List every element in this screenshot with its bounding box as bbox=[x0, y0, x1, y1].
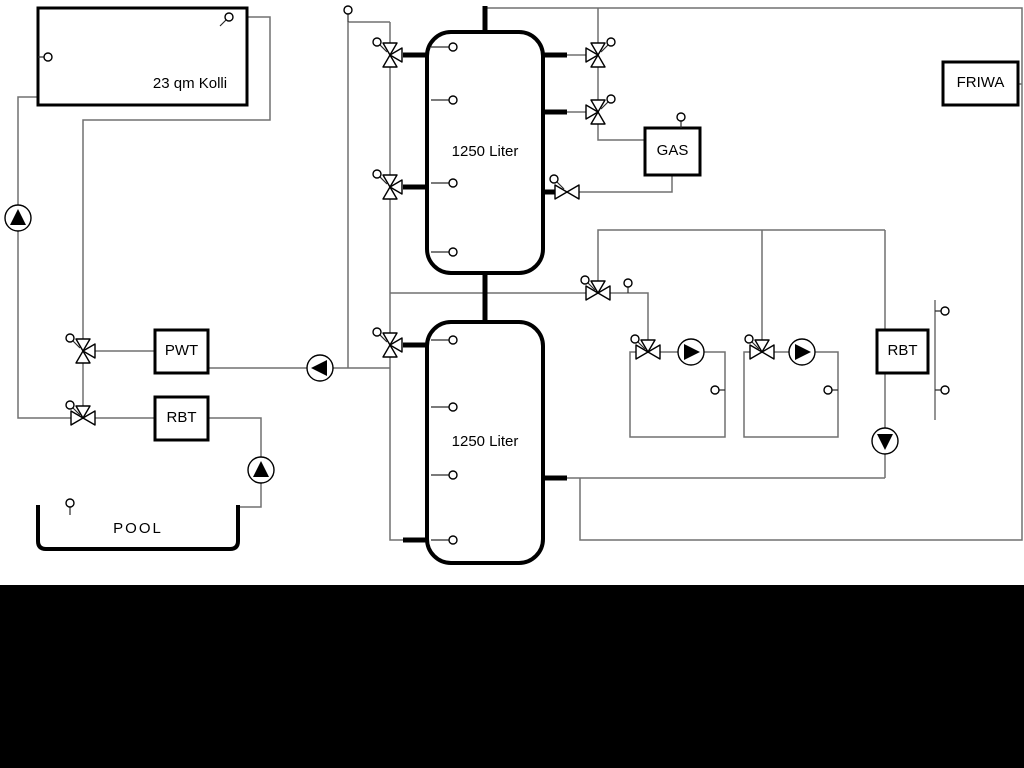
sensor-icon bbox=[630, 334, 640, 344]
tank-lower-label: 1250 Liter bbox=[451, 433, 519, 450]
pipe-riser bbox=[347, 21, 390, 368]
sensor-icon bbox=[606, 37, 616, 47]
pump-icon bbox=[677, 338, 705, 366]
pump-icon bbox=[871, 427, 899, 455]
collector-label: 23 qm Kolli bbox=[152, 75, 228, 92]
sensor-icon bbox=[224, 12, 234, 22]
pump-icon bbox=[4, 204, 32, 232]
sensor-icon bbox=[372, 37, 382, 47]
sensor-icon bbox=[580, 275, 590, 285]
schematic-drawing bbox=[4, 5, 1023, 565]
sensor-icon bbox=[940, 306, 950, 316]
pump-icon bbox=[788, 338, 816, 366]
sensor-icon bbox=[676, 112, 686, 122]
valve-icon bbox=[554, 184, 580, 200]
pipe-top-main-loop bbox=[485, 7, 1023, 541]
sensor-icon bbox=[448, 42, 458, 52]
sensor-icon bbox=[372, 169, 382, 179]
sensor-stems bbox=[38, 14, 941, 541]
gas-boiler-label: GAS bbox=[656, 142, 689, 159]
pool-label: POOL bbox=[113, 520, 163, 537]
sensor-icon bbox=[65, 333, 75, 343]
rbt-left-box bbox=[153, 395, 210, 442]
three-way-valve-icon bbox=[382, 332, 403, 358]
pipe-collector-right-loop bbox=[82, 16, 271, 339]
sensor-icon bbox=[549, 174, 559, 184]
pipe-valve-column bbox=[389, 22, 403, 541]
piping-layer bbox=[17, 7, 1023, 541]
sensor-icon bbox=[448, 247, 458, 257]
pump-icon bbox=[247, 456, 275, 484]
sensor-icon bbox=[823, 385, 833, 395]
pipe-circuit1-loop bbox=[629, 351, 726, 438]
three-way-valve-icon bbox=[585, 42, 606, 68]
gas-boiler-box bbox=[643, 126, 702, 177]
pump-icon bbox=[306, 354, 334, 382]
pipe-pool-circuit bbox=[208, 417, 262, 508]
sensor-icon bbox=[343, 5, 353, 15]
pool-basin bbox=[36, 505, 240, 551]
hydraulic-schematic: 23 qm Kolli 1250 Liter 1250 Liter GAS FR… bbox=[0, 0, 1024, 585]
pwt-box bbox=[153, 328, 210, 375]
buffer-tank-lower bbox=[425, 320, 545, 565]
pipe-valve-to-circuit1 bbox=[610, 292, 649, 340]
sensor-icon bbox=[448, 178, 458, 188]
pipe-gas-boiler-lines bbox=[567, 8, 673, 193]
pipe-upper-header-right bbox=[597, 229, 886, 340]
sensor-icon bbox=[710, 385, 720, 395]
sensor-icon bbox=[448, 335, 458, 345]
sensor-icon bbox=[606, 94, 616, 104]
tank-connection-stubs bbox=[403, 6, 567, 543]
sensor-icon bbox=[744, 334, 754, 344]
three-way-valve-icon bbox=[382, 174, 403, 200]
sensor-icon bbox=[448, 95, 458, 105]
sensor-icon bbox=[448, 470, 458, 480]
three-way-valve-icon bbox=[382, 42, 403, 68]
rbt-right-label: RBT bbox=[887, 342, 918, 359]
sensor-icon bbox=[65, 400, 75, 410]
friwa-box bbox=[941, 60, 1020, 107]
friwa-label: FRIWA bbox=[956, 74, 1005, 91]
three-way-valve-icon bbox=[75, 338, 96, 364]
rbt-right-box bbox=[875, 328, 930, 375]
sensor-icon bbox=[940, 385, 950, 395]
rbt-left-label: RBT bbox=[166, 409, 197, 426]
sensor-icon bbox=[65, 498, 75, 508]
sensor-icon bbox=[448, 402, 458, 412]
sensor-icon bbox=[623, 278, 633, 288]
pipe-collector-left bbox=[17, 96, 71, 419]
pipe-circuit2-loop bbox=[743, 351, 839, 438]
sensor-icon bbox=[448, 535, 458, 545]
letterbox-bottom bbox=[0, 585, 1024, 768]
three-way-valve-icon bbox=[585, 99, 606, 125]
buffer-tank-upper bbox=[425, 30, 545, 275]
sensor-icon bbox=[372, 327, 382, 337]
tank-upper-label: 1250 Liter bbox=[451, 143, 519, 160]
pwt-label: PWT bbox=[164, 342, 199, 359]
sensor-icon bbox=[43, 52, 53, 62]
